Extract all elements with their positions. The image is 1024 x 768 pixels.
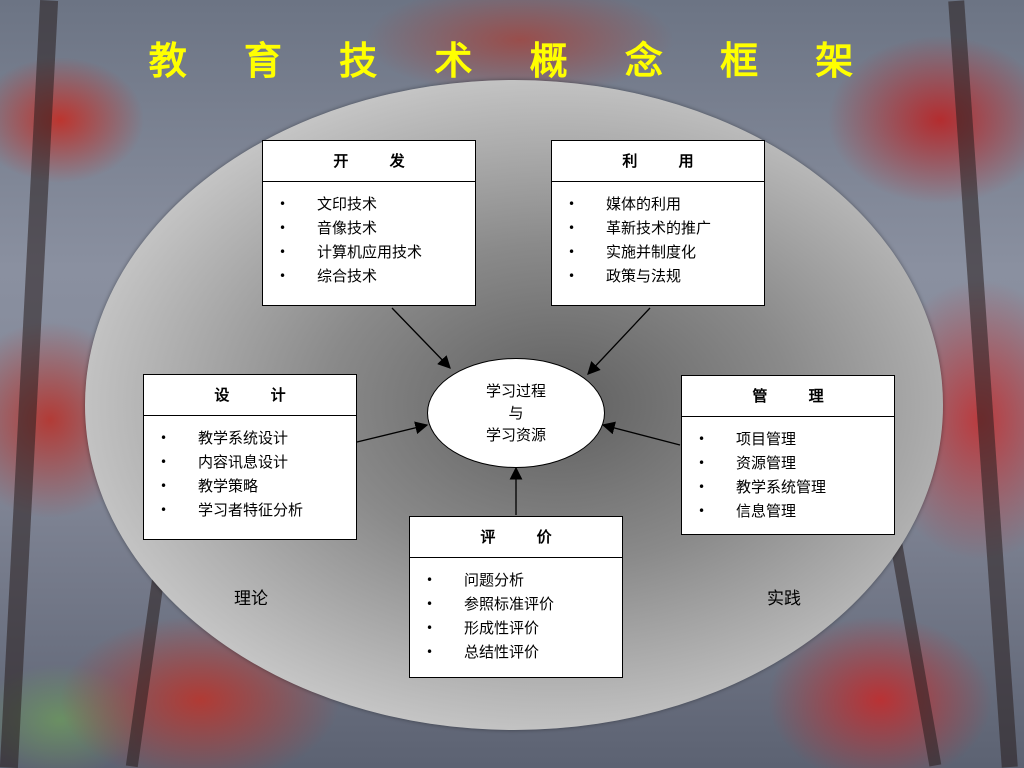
list-item: 计算机应用技术 [279,240,475,264]
list-item: 媒体的利用 [568,192,764,216]
list-item: 信息管理 [698,499,894,523]
box-utilize: 利 用 媒体的利用 革新技术的推广 实施并制度化 政策与法规 [551,140,765,306]
list-item: 文印技术 [279,192,475,216]
list-item: 政策与法规 [568,264,764,288]
arrow-utilize [587,307,651,375]
arrow-design [356,421,429,443]
box-evaluate: 评 价 问题分析 参照标准评价 形成性评价 总结性评价 [409,516,623,678]
list-item: 教学系统管理 [698,475,894,499]
list-item: 形成性评价 [426,616,622,640]
list-item: 项目管理 [698,427,894,451]
center-node: 学习过程 与 学习资源 [427,358,605,468]
list-item: 综合技术 [279,264,475,288]
box-evaluate-heading: 评 价 [410,517,622,558]
box-develop: 开 发 文印技术 音像技术 计算机应用技术 综合技术 [262,140,476,306]
arrow-manage [601,421,681,446]
box-develop-heading: 开 发 [263,141,475,182]
label-practice: 实践 [767,589,801,609]
list-item: 总结性评价 [426,640,622,664]
box-manage: 管 理 项目管理 资源管理 教学系统管理 信息管理 [681,375,895,535]
center-line-3: 学习资源 [485,426,546,444]
list-item: 实施并制度化 [568,240,764,264]
list-item: 音像技术 [279,216,475,240]
page-title: 教 育 技 术 概 念 框 架 [148,38,876,83]
arrow-develop [391,307,451,369]
box-manage-heading: 管 理 [682,376,894,417]
center-line-2: 与 [508,404,524,422]
list-item: 学习者特征分析 [160,498,356,522]
list-item: 教学策略 [160,474,356,498]
list-item: 问题分析 [426,568,622,592]
center-line-1: 学习过程 [485,382,546,400]
list-item: 教学系统设计 [160,426,356,450]
box-design: 设 计 教学系统设计 内容讯息设计 教学策略 学习者特征分析 [143,374,357,540]
box-design-heading: 设 计 [144,375,356,416]
list-item: 革新技术的推广 [568,216,764,240]
label-theory: 理论 [234,589,268,609]
list-item: 资源管理 [698,451,894,475]
list-item: 内容讯息设计 [160,450,356,474]
box-utilize-heading: 利 用 [552,141,764,182]
list-item: 参照标准评价 [426,592,622,616]
